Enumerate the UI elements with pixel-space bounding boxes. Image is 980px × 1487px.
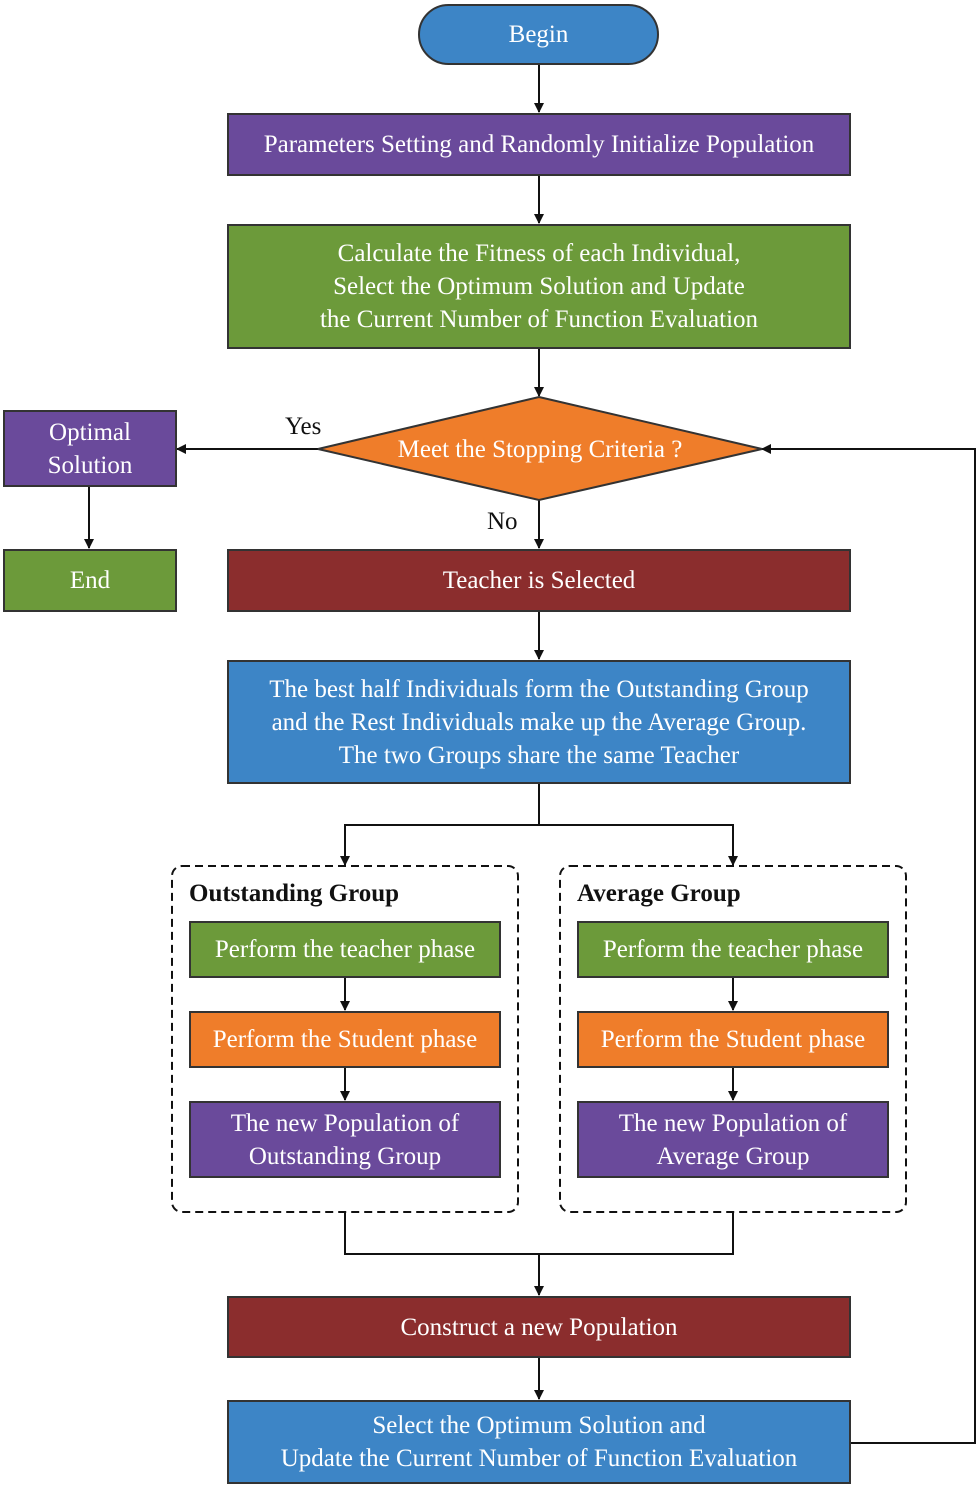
fitness-node: Calculate the Fitness of each Individual…: [227, 224, 851, 349]
arrow-split-average: [539, 824, 738, 866]
average-new-population: The new Population of Average Group: [577, 1101, 889, 1178]
outstanding-group-title: Outstanding Group: [189, 880, 400, 907]
begin-node: Begin: [418, 4, 659, 65]
optimal-solution-node: Optimal Solution: [3, 410, 177, 487]
merge-line: [344, 1213, 734, 1255]
no-label: No: [487, 508, 518, 535]
final-update-node: Select the Optimum Solution and Update t…: [227, 1400, 851, 1484]
average-group-container: [559, 865, 907, 1213]
decision-label: Meet the Stopping Criteria ?: [397, 436, 683, 463]
average-group-title: Average Group: [577, 880, 741, 907]
init-node: Parameters Setting and Randomly Initiali…: [227, 113, 851, 176]
decision-diamond: [317, 395, 763, 502]
split-groups-node: The best half Individuals form the Outst…: [227, 660, 851, 784]
outstanding-new-population: The new Population of Outstanding Group: [189, 1101, 501, 1178]
arrow-loop-back: [761, 444, 976, 1444]
outstanding-student-phase: Perform the Student phase: [189, 1011, 501, 1068]
end-node: End: [3, 549, 177, 612]
average-teacher-phase: Perform the teacher phase: [577, 921, 889, 978]
outstanding-group-container: [171, 865, 519, 1213]
teacher-selected-node: Teacher is Selected: [227, 549, 851, 612]
construct-population-node: Construct a new Population: [227, 1296, 851, 1358]
outstanding-teacher-phase: Perform the teacher phase: [189, 921, 501, 978]
yes-label: Yes: [285, 413, 322, 440]
arrow-split-outstanding: [340, 784, 540, 866]
average-student-phase: Perform the Student phase: [577, 1011, 889, 1068]
